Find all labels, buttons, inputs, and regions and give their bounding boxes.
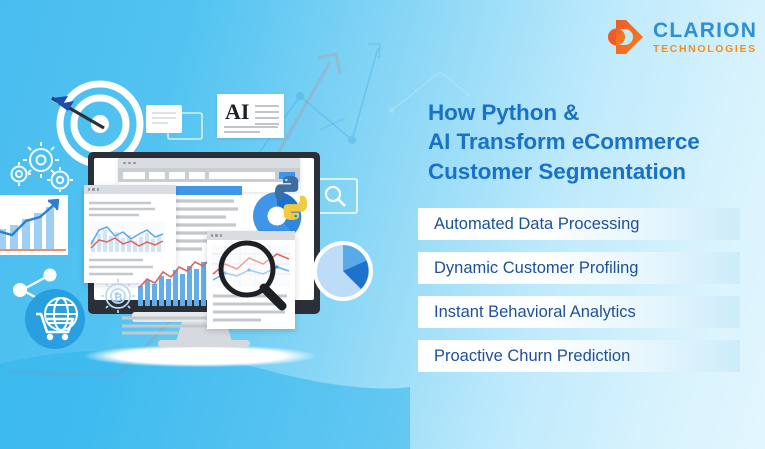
bar-chart-growth-card-icon bbox=[0, 195, 68, 255]
window-dot bbox=[215, 234, 218, 237]
browser-nav-pill[interactable] bbox=[149, 171, 165, 179]
page-hero-banner bbox=[176, 186, 242, 195]
feature-item-2[interactable]: Dynamic Customer Profiling bbox=[418, 252, 740, 284]
brand-name: CLARION bbox=[653, 18, 758, 42]
browser-search-input[interactable] bbox=[209, 171, 275, 179]
feature-item-1[interactable]: Automated Data Processing bbox=[418, 208, 740, 240]
gears-icon bbox=[10, 142, 73, 192]
search-card-icon bbox=[312, 178, 358, 214]
bitcoin-gear-icon: ₿ bbox=[101, 279, 135, 313]
monitor-text-column bbox=[162, 199, 238, 251]
ai-card-label: AI bbox=[225, 99, 250, 124]
browser-nav-pill[interactable] bbox=[189, 171, 205, 179]
python-logo-icon bbox=[275, 176, 307, 220]
window-dot bbox=[88, 188, 91, 191]
headline-line-3: Customer Segmentation bbox=[428, 158, 686, 184]
browser-search-button[interactable] bbox=[279, 171, 295, 179]
svg-text:₿: ₿ bbox=[114, 292, 123, 304]
browser-nav-pill[interactable] bbox=[123, 171, 145, 179]
document-cards-icon bbox=[146, 105, 203, 140]
window-dot bbox=[96, 188, 100, 191]
clarion-arrow-logo-icon bbox=[608, 20, 643, 54]
feature-item-3[interactable]: Instant Behavioral Analytics bbox=[418, 296, 740, 328]
feature-list: Automated Data Processing Dynamic Custom… bbox=[418, 208, 740, 384]
headline-line-1: How Python & bbox=[428, 100, 580, 125]
window-area-chart bbox=[84, 185, 176, 283]
window-dot bbox=[211, 234, 214, 237]
headline-line-2: AI Transform eCommerce bbox=[428, 129, 700, 155]
page-title: How Python & AI Transform eCommerce Cust… bbox=[428, 98, 748, 186]
window-dot bbox=[123, 161, 126, 165]
feature-label: Dynamic Customer Profiling bbox=[434, 258, 639, 277]
brand-logo[interactable]: CLARION TECHNOLOGIES bbox=[604, 17, 757, 57]
window-dot bbox=[133, 161, 136, 165]
window-dot bbox=[219, 234, 223, 237]
bottom-wave-shape bbox=[0, 350, 410, 449]
feature-item-4[interactable]: Proactive Churn Prediction bbox=[418, 340, 740, 372]
pie-chart-icon bbox=[313, 241, 373, 301]
feature-label: Automated Data Processing bbox=[434, 214, 640, 233]
donut-chart-icon bbox=[253, 192, 302, 240]
window-dot bbox=[128, 161, 131, 165]
window-dot bbox=[92, 188, 95, 191]
globe-shopping-cart-icon bbox=[25, 289, 85, 349]
feature-label: Proactive Churn Prediction bbox=[434, 346, 631, 365]
hero-illustration: AI bbox=[0, 94, 373, 367]
browser-nav-pill[interactable] bbox=[169, 171, 185, 179]
ai-card-icon: AI bbox=[217, 94, 284, 138]
brand-tagline: TECHNOLOGIES bbox=[653, 42, 757, 55]
monitor-shadow bbox=[85, 345, 315, 367]
feature-label: Instant Behavioral Analytics bbox=[434, 302, 636, 321]
magnifier-icon bbox=[218, 240, 287, 311]
